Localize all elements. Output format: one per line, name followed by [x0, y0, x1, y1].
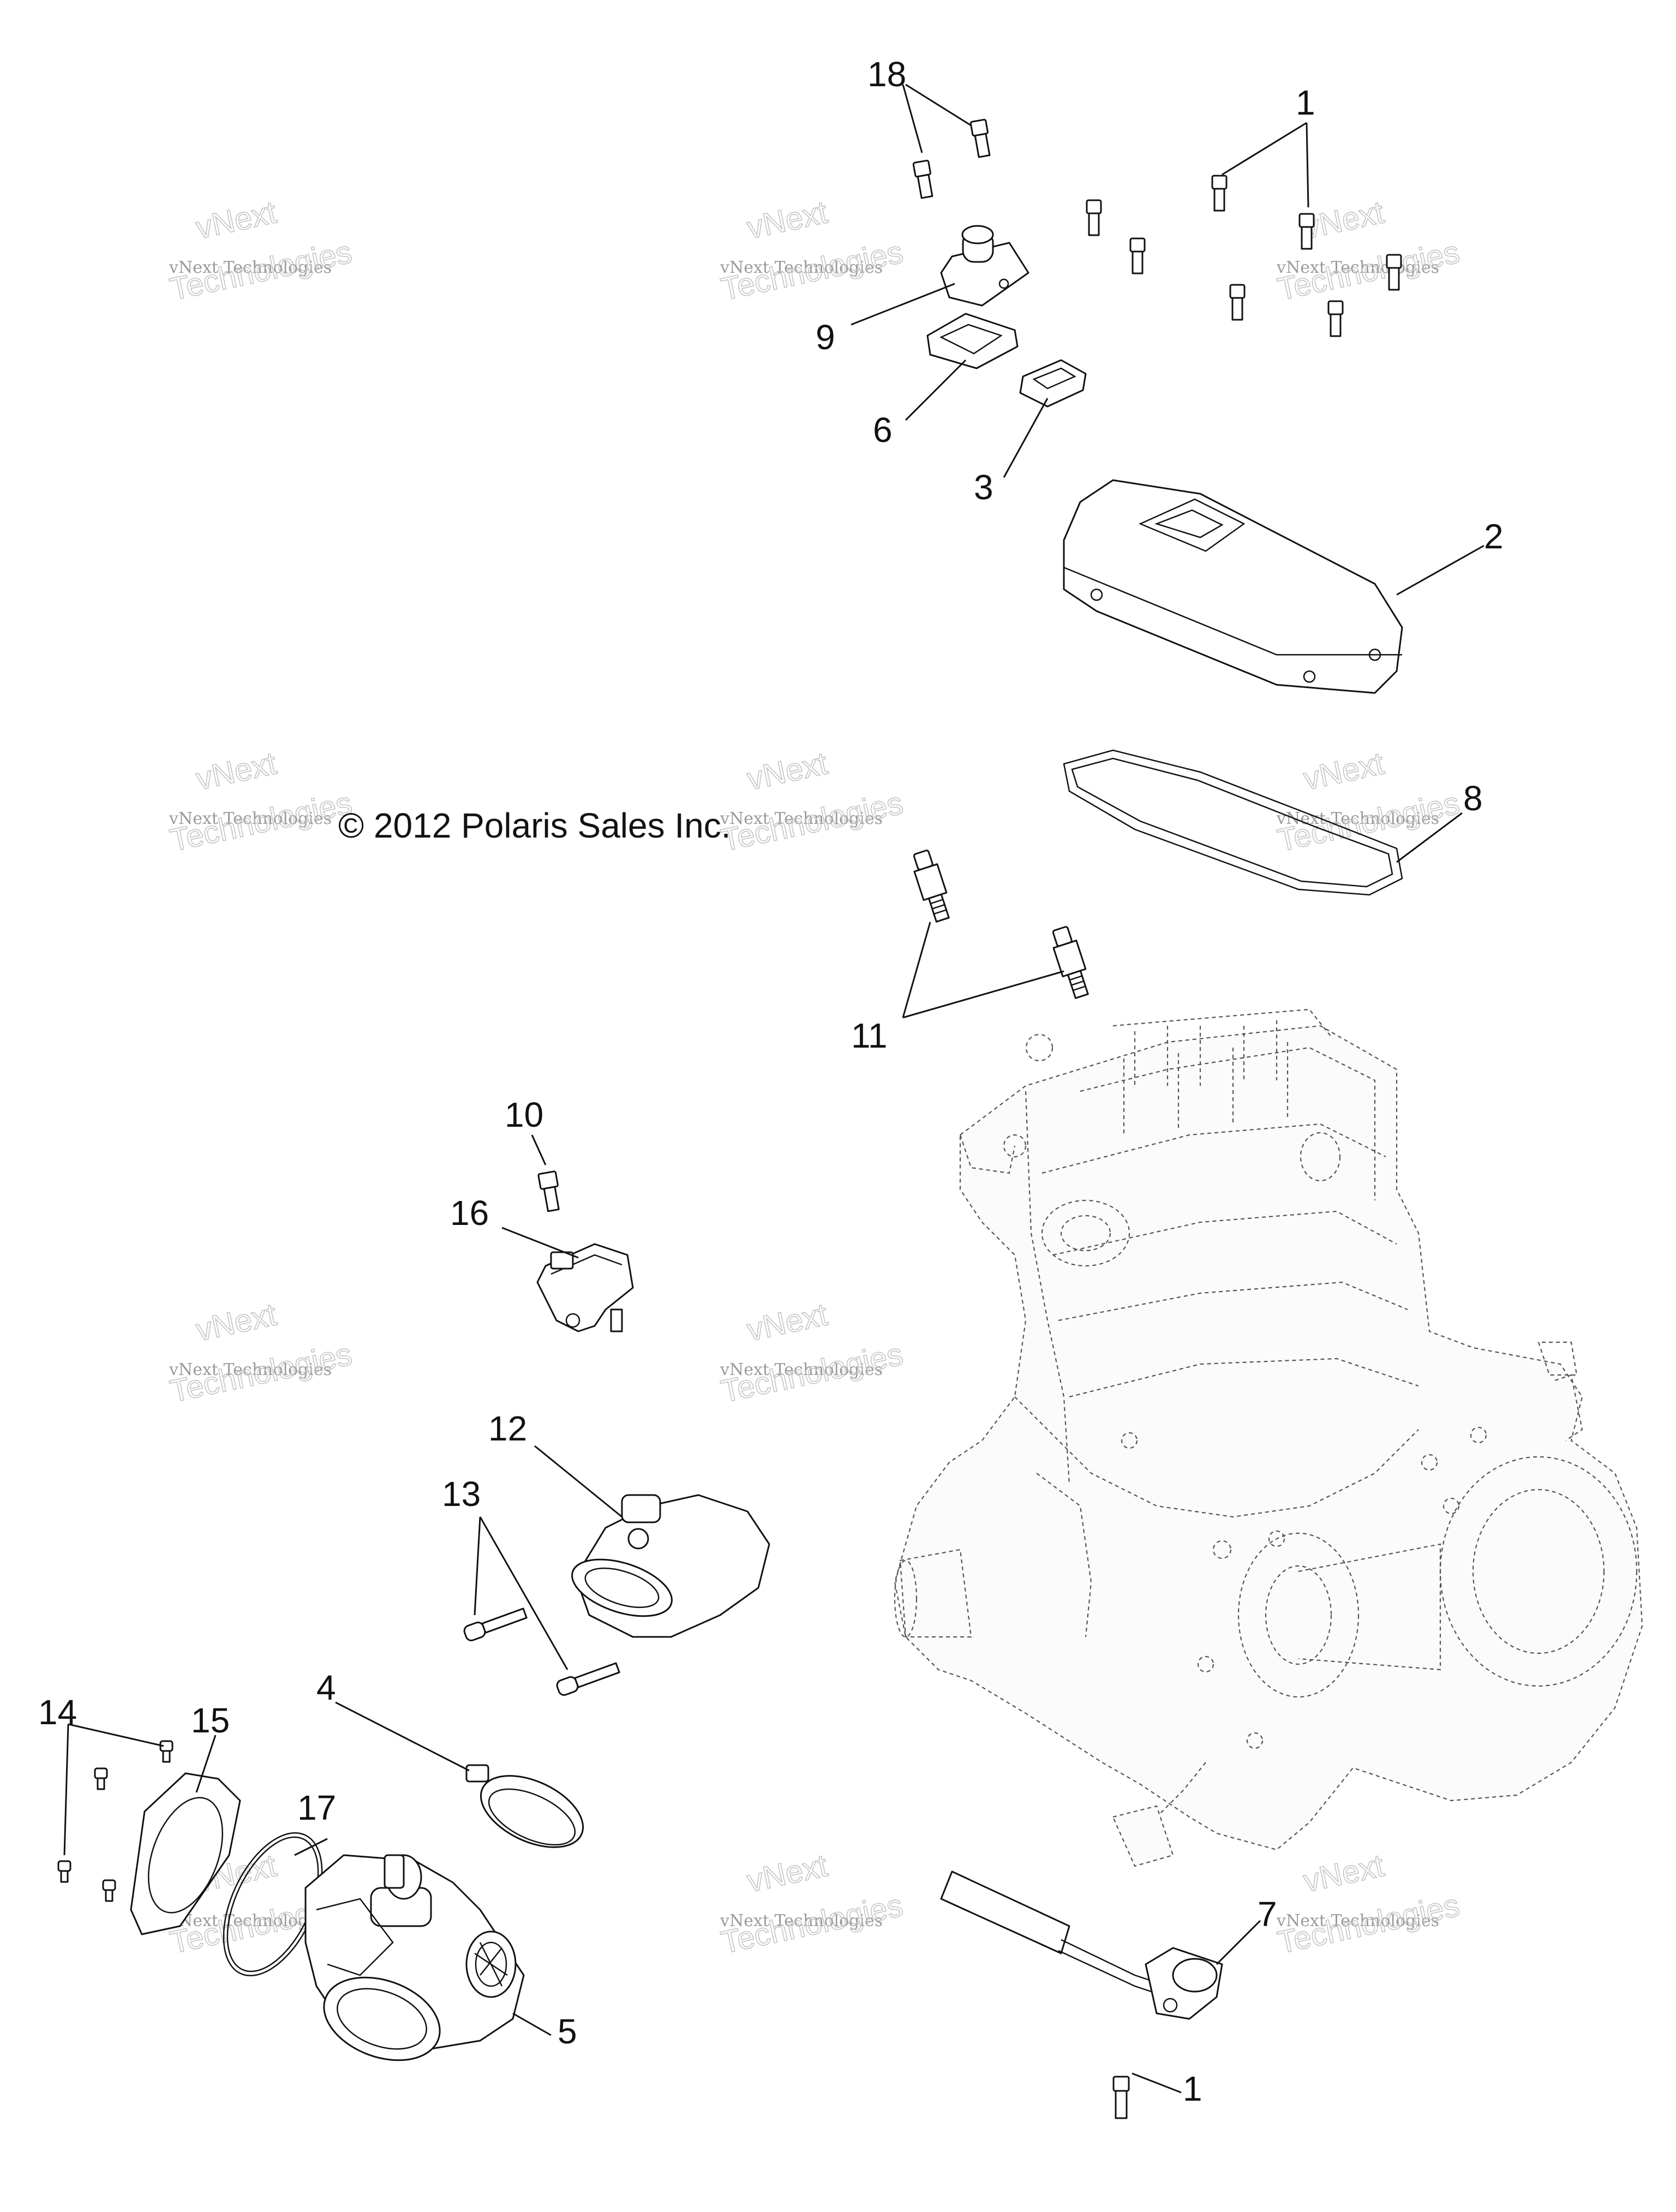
engine-assembly: [894, 1008, 1643, 1867]
bolt-icon: [1086, 199, 1102, 236]
watermark-line1: vNext: [193, 745, 280, 797]
callout-6: 6: [873, 410, 893, 450]
watermark-line1: vNext: [193, 194, 280, 246]
callout-5: 5: [558, 2012, 577, 2051]
watermark-line3: Technologies: [167, 785, 355, 858]
spark-plug-11a: [913, 850, 950, 923]
callout-18: 18: [867, 55, 906, 94]
bolt-icon: [1386, 254, 1402, 291]
watermark-line3: Technologies: [718, 234, 906, 307]
callout-4: 4: [316, 1668, 336, 1707]
watermark-line2: vNext Technologies: [1276, 258, 1439, 277]
callout-12: 12: [488, 1409, 527, 1448]
screw-icon: [102, 1879, 116, 1902]
bolt-10: [537, 1170, 560, 1212]
screw-13a: [463, 1607, 528, 1641]
bolt-icon: [1211, 175, 1228, 212]
tmap-sensor-16: [536, 1243, 634, 1332]
gasket-6: [926, 313, 1019, 369]
callout-11: 11: [851, 1016, 887, 1055]
intake-adapter-12: [571, 1494, 770, 1638]
watermark-line1: vNext: [1301, 1848, 1387, 1899]
bolt-18-group: [912, 118, 991, 199]
callout-1-bottom: 1: [1183, 2069, 1202, 2108]
watermark-line1: vNext: [744, 1848, 831, 1899]
watermark-line3: Technologies: [167, 234, 355, 307]
callout-labels: 18 1 9 6 3 2 8 11 10 16 12 13 4 14 15 17…: [38, 55, 1504, 2108]
screw-13b: [556, 1662, 620, 1696]
watermark-line2: vNext Technologies: [1276, 1911, 1439, 1930]
callout-17: 17: [297, 1788, 336, 1827]
watermark-line1: vNext: [744, 1296, 831, 1348]
bolt-icon: [1327, 300, 1344, 337]
callout-9: 9: [816, 318, 835, 357]
bolt-icon: [969, 118, 991, 158]
watermark-line2: vNext Technologies: [720, 1911, 883, 1930]
watermark-line2: vNext Technologies: [720, 258, 883, 277]
watermark-line2: vNext Technologies: [169, 1911, 332, 1930]
bolt-icon: [1129, 237, 1146, 274]
hose-clamp-4: [465, 1764, 584, 1848]
bolt-icon: [912, 159, 933, 199]
callout-3: 3: [974, 468, 993, 507]
watermark-line3: Technologies: [1274, 1887, 1463, 1960]
watermark-line2: vNext Technologies: [169, 258, 332, 277]
watermark-line1: vNext: [744, 194, 831, 246]
bolt-icon: [1112, 2076, 1130, 2119]
copyright-text: © 2012 Polaris Sales Inc.: [338, 806, 731, 845]
watermark-line3: Technologies: [718, 1887, 906, 1960]
watermark-line3: Technologies: [718, 1336, 906, 1409]
sensor-7: [940, 1870, 1223, 2020]
callout-10: 10: [505, 1095, 543, 1134]
watermark-line1: vNext: [744, 745, 831, 797]
callout-15: 15: [191, 1701, 230, 1740]
throttle-body-5: [304, 1854, 525, 2061]
watermark-line2: vNext Technologies: [169, 809, 332, 828]
watermark-line3: Technologies: [167, 1336, 355, 1409]
bolt-icon: [1298, 213, 1315, 250]
filter-element-3: [1019, 359, 1087, 408]
screw-14-group: [57, 1740, 173, 1902]
breather-cover-9: [940, 225, 1029, 307]
watermark-line3: Technologies: [718, 785, 906, 858]
callout-1-top: 1: [1296, 83, 1315, 122]
callout-13: 13: [442, 1474, 481, 1514]
watermark-line1: vNext: [193, 1296, 280, 1348]
adapter-plate-15: [130, 1772, 241, 1935]
valve-cover-gasket-8: [1063, 749, 1403, 896]
watermark-line2: vNext Technologies: [720, 1360, 883, 1379]
screw-icon: [159, 1740, 173, 1763]
callout-7: 7: [1258, 1894, 1277, 1934]
leader-lines: [63, 83, 1485, 2094]
callout-2: 2: [1484, 517, 1504, 556]
watermark-line2: vNext Technologies: [720, 809, 883, 828]
spark-plug-11b: [1052, 926, 1089, 999]
callout-8: 8: [1463, 779, 1483, 818]
callout-14: 14: [38, 1693, 77, 1732]
callout-16: 16: [450, 1193, 489, 1233]
watermark-line2: vNext Technologies: [169, 1360, 332, 1379]
screw-icon: [94, 1767, 108, 1790]
valve-cover-2: [1063, 479, 1403, 694]
bolt-1-group: [1086, 175, 1402, 2119]
bolt-icon: [1229, 284, 1246, 321]
watermark-line1: vNext: [1301, 745, 1387, 797]
screw-icon: [57, 1860, 71, 1883]
